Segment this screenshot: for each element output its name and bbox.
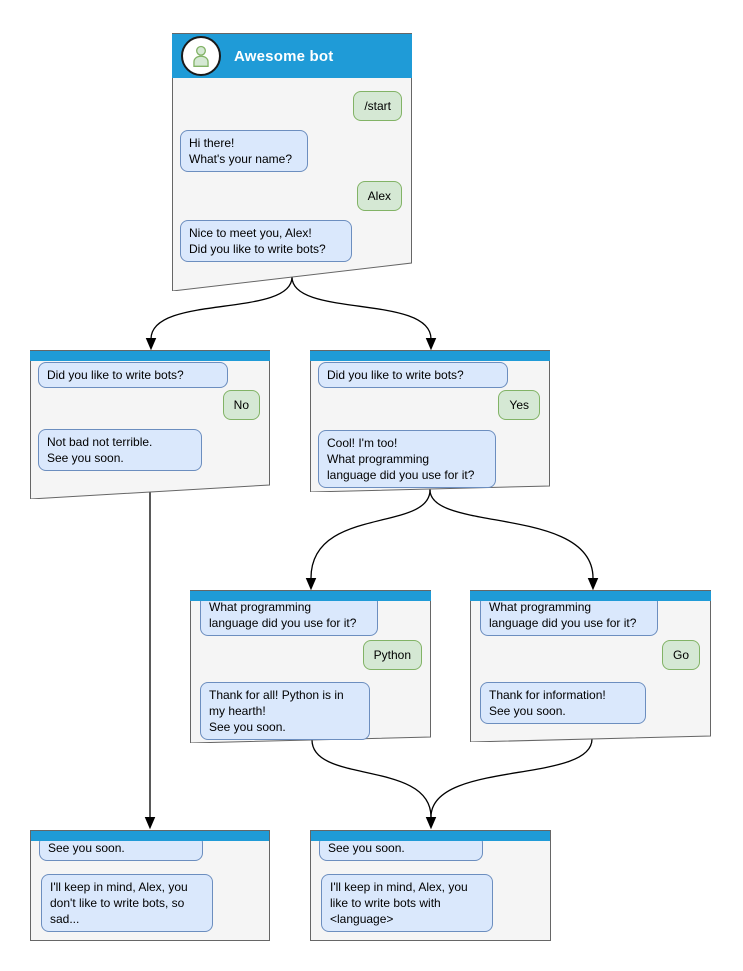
- window-title: Awesome bot: [234, 47, 334, 65]
- chat-window-go-branch: What programming language did you use fo…: [470, 590, 711, 742]
- bot-message-bubble: Not bad not terrible. See you soon.: [38, 429, 202, 471]
- bot-message-bubble: Did you like to write bots?: [38, 362, 228, 388]
- window-titlebar: [30, 351, 270, 361]
- connector-go-to-end: [430, 738, 593, 818]
- arrowhead: [144, 817, 156, 830]
- connector-yes-to-python: [310, 489, 431, 579]
- connector-python-to-end: [311, 739, 432, 818]
- arrowhead: [145, 338, 157, 351]
- bot-message-bubble: I'll keep in mind, Alex, you like to wri…: [321, 874, 493, 932]
- chat-window-end-no: See you soon. I'll keep in mind, Alex, y…: [30, 830, 270, 941]
- bot-message-bubble: Did you like to write bots?: [318, 362, 508, 388]
- chat-window-python-branch: What programming language did you use fo…: [190, 590, 431, 743]
- window-titlebar: [310, 351, 550, 361]
- window-titlebar: [311, 831, 550, 841]
- window-titlebar: [31, 831, 269, 841]
- bot-message-bubble: Thank for all! Python is in my hearth! S…: [200, 682, 370, 740]
- arrowhead: [425, 338, 437, 351]
- user-message-bubble: Python: [362, 640, 422, 670]
- user-icon: [193, 45, 209, 67]
- chat-window-end-yes: See you soon. I'll keep in mind, Alex, y…: [310, 830, 551, 941]
- user-message-bubble: /start: [353, 91, 402, 121]
- user-message-bubble: Alex: [356, 181, 402, 211]
- arrowhead: [425, 817, 437, 830]
- bot-message-bubble: What programming language did you use fo…: [200, 594, 378, 636]
- bot-message-bubble: Hi there! What's your name?: [180, 130, 308, 172]
- user-message-bubble: No: [222, 390, 260, 420]
- connector-yes-to-go: [429, 489, 594, 579]
- arrowhead: [305, 578, 317, 591]
- bot-message-bubble: Cool! I'm too! What programming language…: [318, 430, 496, 488]
- window-titlebar: [470, 591, 711, 601]
- arrowhead: [587, 578, 599, 591]
- bot-message-bubble: Nice to meet you, Alex! Did you like to …: [180, 220, 352, 262]
- bot-message-bubble: What programming language did you use fo…: [480, 594, 658, 636]
- chat-window-main: Awesome bot /start Hi there! What's your…: [172, 33, 412, 291]
- chat-window-yes-branch: Did you like to write bots? Yes Cool! I'…: [310, 350, 550, 492]
- bot-message-bubble: Thank for information! See you soon.: [480, 682, 646, 724]
- bot-message-bubble: I'll keep in mind, Alex, you don't like …: [41, 874, 213, 932]
- user-message-bubble: Yes: [498, 390, 540, 420]
- chat-window-no-branch: Did you like to write bots? No Not bad n…: [30, 350, 270, 499]
- window-titlebar: [190, 591, 431, 601]
- user-message-bubble: Go: [661, 640, 700, 670]
- window-titlebar: Awesome bot: [172, 34, 412, 78]
- bot-avatar: [181, 36, 221, 76]
